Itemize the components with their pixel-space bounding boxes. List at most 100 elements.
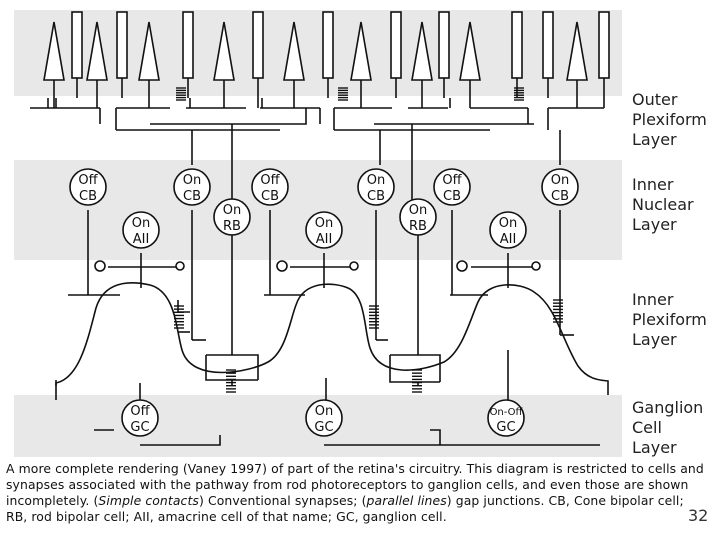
cell-class-label: CB: [79, 189, 97, 204]
caption-text-3: ) gap junctions. CB, Cone bipolar cell; …: [6, 493, 684, 524]
cell-class-label: AII: [500, 232, 517, 247]
rod-photoreceptor: [390, 11, 402, 79]
layer-label-outer-plexiform: Outer Plexiform Layer: [632, 90, 707, 149]
rod-photoreceptor: [598, 11, 610, 79]
cell-class-label: CB: [367, 189, 385, 204]
cell-body: [213, 198, 251, 236]
lobular-appendage: [94, 260, 106, 272]
neurite: [389, 355, 440, 383]
cell-type-label: On: [551, 173, 569, 188]
cell-body: [173, 168, 211, 206]
cell-class-label: CB: [183, 189, 201, 204]
layer-label-inner-nuclear: Inner Nuclear Layer: [632, 175, 694, 234]
cell-body: [357, 168, 395, 206]
cell-class-label: AII: [316, 232, 333, 247]
cell-body: [122, 211, 160, 249]
cell-type-label: On: [499, 216, 517, 231]
neurite: [55, 282, 609, 400]
cell-type-label: On: [183, 173, 201, 188]
cell-body: [69, 168, 107, 206]
cell-body: [489, 211, 527, 249]
synaptic-contact: [349, 261, 359, 271]
caption-text-1: A more complete rendering (Vaney 1997) o…: [6, 461, 704, 508]
gap-junction: [514, 87, 524, 101]
cell-body: [399, 198, 437, 236]
cell-type-label: Off: [442, 173, 462, 188]
cell-class-label: GC: [130, 420, 149, 435]
cell-class-label: CB: [443, 189, 461, 204]
rod-photoreceptor: [71, 11, 83, 79]
cell-body: [251, 168, 289, 206]
rod-photoreceptor: [542, 11, 554, 79]
cell-body: [541, 168, 579, 206]
cells: OffCBOnCBOnRBOffCBOnAIIOnAIIOnCBOnRBOffC…: [69, 168, 579, 437]
layer-label-ganglion-cell: Ganglion Cell Layer: [632, 398, 704, 457]
cell-type-label: On: [132, 216, 150, 231]
cell-body: [487, 399, 525, 437]
neurite: [430, 429, 441, 445]
gap-junction: [338, 87, 348, 101]
cell-class-label: GC: [314, 420, 333, 435]
gap-junctions: [94, 87, 563, 393]
layer-band: [14, 10, 622, 96]
neurite: [150, 108, 307, 125]
cell-body: [121, 399, 159, 437]
cell-body: [433, 168, 471, 206]
wiring: [30, 98, 609, 446]
cell-type-label: On-Off: [490, 407, 524, 418]
neurite: [206, 354, 259, 380]
gap-junction: [369, 305, 379, 329]
cell-class-label: GC: [496, 420, 515, 435]
neurite: [390, 354, 441, 382]
cell-type-label: On: [409, 203, 427, 218]
rod-photoreceptor: [182, 11, 194, 79]
rod-photoreceptor: [116, 11, 128, 79]
cell-type-label: On: [315, 216, 333, 231]
slide-number: 32: [688, 506, 709, 525]
cell-body: [305, 399, 343, 437]
rod-photoreceptor: [511, 11, 523, 79]
lobular-appendage: [456, 260, 468, 272]
layer-label-inner-plexiform: Inner Plexiform Layer: [632, 290, 707, 349]
figure-caption: A more complete rendering (Vaney 1997) o…: [6, 461, 706, 525]
rod-photoreceptor: [322, 11, 334, 79]
gap-junction: [174, 305, 184, 329]
caption-text-2: ) Conventional synapses; (: [198, 493, 367, 508]
neurite: [140, 435, 221, 446]
gap-junction: [412, 369, 422, 393]
gap-junction: [226, 369, 236, 393]
cell-type-label: On: [223, 203, 241, 218]
cell-type-label: Off: [78, 173, 98, 188]
neurite: [205, 355, 258, 381]
cell-type-label: Off: [130, 404, 150, 419]
cell-type-label: On: [315, 404, 333, 419]
lobular-appendage: [276, 260, 288, 272]
cell-class-label: CB: [261, 189, 279, 204]
cell-class-label: RB: [223, 219, 241, 234]
photoreceptors: [43, 11, 610, 108]
gap-junction: [176, 87, 186, 101]
cell-class-label: CB: [551, 189, 569, 204]
cell-class-label: AII: [133, 232, 150, 247]
rod-photoreceptor: [252, 11, 264, 79]
cell-type-label: On: [367, 173, 385, 188]
caption-emphasis-parallel-lines: parallel lines: [366, 493, 447, 508]
gap-junction: [553, 299, 563, 323]
caption-emphasis-simple-contacts: Simple contacts: [98, 493, 199, 508]
cell-body: [305, 211, 343, 249]
